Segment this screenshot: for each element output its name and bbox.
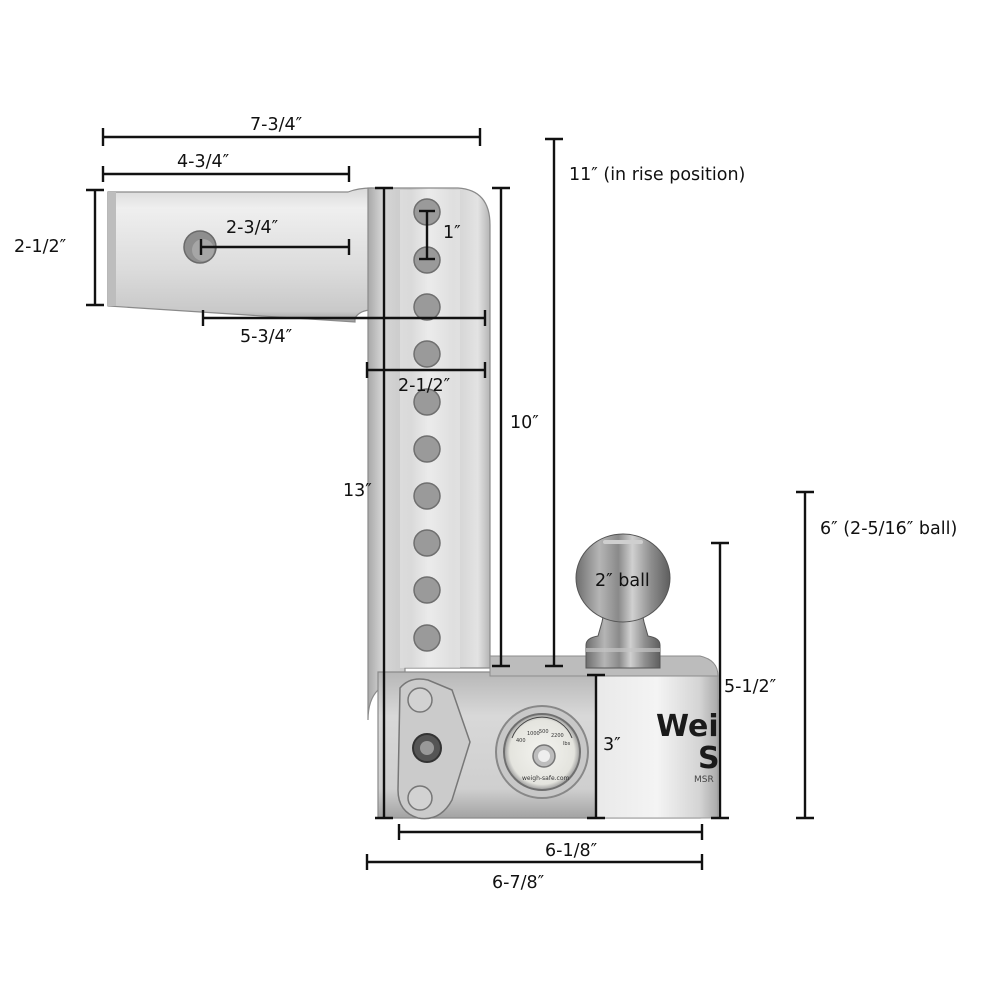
- dim-label: 4-3/4″: [177, 152, 230, 172]
- dimension-annotations: 7-3/4″ 4-3/4″ 2-1/2″ 2-3/4″: [14, 115, 957, 893]
- drop-bar: [367, 187, 491, 721]
- dim-pin-hole-offset: 2-3/4″: [199, 218, 351, 255]
- dim-label: 6-7/8″: [492, 873, 545, 893]
- side-plate: [397, 678, 471, 820]
- ball-head: 400 1000 500 2200 lbs weigh-safe.com Wei…: [377, 655, 720, 820]
- model-mark: MSR: [694, 775, 714, 785]
- dim-label: 6-1/8″: [545, 841, 598, 861]
- brand-mark: S: [698, 741, 720, 776]
- dim-label: 11″ (in rise position): [569, 165, 745, 185]
- hitch-product: 400 1000 500 2200 lbs weigh-safe.com Wei…: [107, 187, 720, 820]
- dim-ball-height: 5-1/2″: [711, 541, 777, 820]
- weight-gauge: 400 1000 500 2200 lbs weigh-safe.com: [495, 705, 589, 799]
- gauge-tick: lbs: [563, 741, 571, 747]
- dim-pin-to-drop: 5-3/4″: [201, 310, 487, 347]
- dim-label: 6″ (2-5/16″ ball): [820, 519, 957, 539]
- bolt-icon: [407, 785, 433, 811]
- dim-label: 2-1/2″: [398, 376, 451, 396]
- bolt-icon: [407, 687, 433, 713]
- gauge-tick: 2200: [551, 733, 564, 739]
- dim-label: 10″: [510, 413, 539, 433]
- adjustment-holes: [413, 198, 441, 652]
- dim-hole-spacing: 1″: [419, 209, 461, 261]
- dim-drop-width: 2-1/2″: [365, 362, 487, 396]
- dim-label: 1″: [443, 223, 461, 243]
- dim-shank-length: 4-3/4″: [101, 152, 351, 182]
- dim-head-depth: 6-1/8″: [397, 824, 704, 861]
- gauge-tick: 1000: [527, 731, 540, 737]
- shank: [107, 187, 373, 323]
- dim-rise-height: 11″ (in rise position): [545, 137, 745, 668]
- dim-label: 2-3/4″: [226, 218, 279, 238]
- dim-drop-height: 13″: [343, 186, 393, 820]
- hitch-ball: [575, 533, 671, 669]
- dim-label: 2-1/2″: [14, 237, 67, 257]
- dim-overall-depth: 6-7/8″: [365, 854, 704, 893]
- dim-shank-height: 2-1/2″: [14, 188, 104, 307]
- dim-label: 3″: [603, 735, 621, 755]
- dim-label: 5-3/4″: [240, 327, 293, 347]
- brand-mark: Wei: [656, 709, 719, 744]
- ball-size-label: 2″ ball: [595, 571, 650, 591]
- dim-large-ball-height: 6″ (2-5/16″ ball): [796, 490, 957, 820]
- gauge-tick: 400: [516, 738, 526, 744]
- dim-label: 13″: [343, 481, 372, 501]
- dim-head-height: 3″: [587, 673, 621, 820]
- dim-adjustable-span: 10″: [492, 186, 539, 668]
- dim-label: 5-1/2″: [724, 677, 777, 697]
- gauge-url: weigh-safe.com: [522, 775, 570, 782]
- dim-overall-length: 7-3/4″: [101, 115, 482, 146]
- gauge-tick: 500: [539, 729, 549, 735]
- dim-label: 7-3/4″: [250, 115, 303, 135]
